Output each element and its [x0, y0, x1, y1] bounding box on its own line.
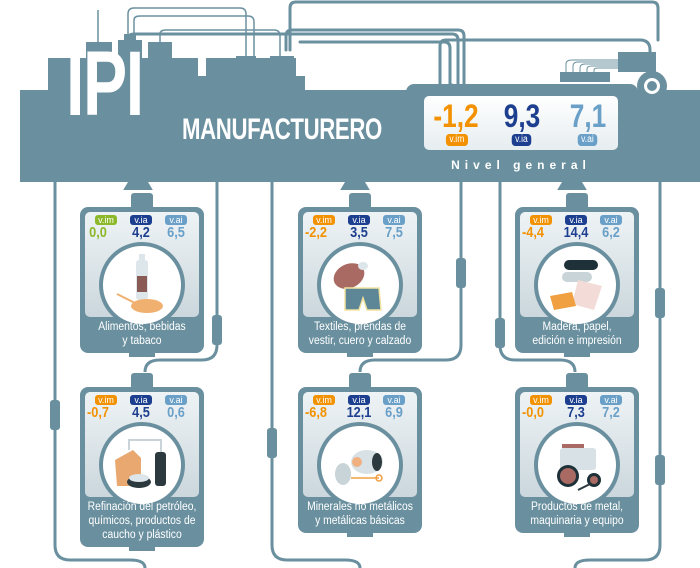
sector-label: Minerales no metálicos y metálicas básica…: [304, 500, 416, 528]
sector-card-panel: v.im v.ia v.ai -0,7 4,5 0,6: [85, 392, 199, 508]
sector-label-line: Productos de metal,: [530, 501, 624, 513]
via-value: 14,4: [563, 224, 589, 241]
nivel-general-label: Nivel general: [451, 158, 591, 172]
sector-label-line: Textiles, prendas de: [313, 321, 407, 333]
sector-card-panel: v.im v.ia v.ai -2,2 3,5 7,5: [303, 212, 417, 328]
connector-plug: [349, 373, 371, 389]
vim-badge: v.im: [95, 215, 117, 225]
general-vim-value: -1,2: [433, 98, 479, 134]
vai-badge: v.ai: [165, 215, 187, 225]
vim-value: -4,4: [522, 224, 544, 241]
sector-label-line: y metálicas básicas: [315, 515, 405, 527]
sector-card-5: v.im v.ia v.ai -6,8 12,1 6,9 Minerales n…: [298, 387, 422, 533]
sector-card-panel: v.im v.ia v.ai -0,0 7,3 7,2: [520, 392, 634, 508]
sector-card-4: v.im v.ia v.ai -0,7 4,5 0,6 Refinación d…: [80, 387, 204, 547]
sector-label-line: y tabaco: [122, 335, 162, 347]
via-value: 3,5: [350, 224, 368, 241]
vim-badge: v.im: [313, 395, 335, 405]
vai-value: 7,2: [602, 404, 620, 421]
vim-value: -0,7: [87, 404, 109, 421]
vim-value: -0,0: [522, 404, 544, 421]
vim-value: 0,0: [89, 224, 107, 241]
sector-label-line: Refinación del petróleo,: [87, 501, 197, 513]
boxes-tires-icon: [99, 422, 185, 508]
vim-badge: v.im: [313, 215, 335, 225]
sector-label: Alimentos, bebidas y tabaco: [86, 320, 198, 348]
sector-label-line: vestir, cuero y calzado: [308, 335, 412, 347]
sector-card-panel: v.im v.ia v.ai -6,8 12,1 6,9: [303, 392, 417, 508]
via-badge: v.ia: [348, 395, 370, 405]
connector-plug: [349, 193, 371, 209]
vim-value: -2,2: [305, 224, 327, 241]
via-badge: v.ia: [130, 215, 152, 225]
general-vai-value: 7,1: [569, 98, 607, 134]
general-via-value: 9,3: [503, 98, 541, 134]
sector-label-line: maquinaria y equipo: [530, 515, 624, 527]
vai-value: 6,5: [167, 224, 185, 241]
sector-label: Refinación del petróleo, químicos, produc…: [86, 500, 198, 542]
connector-plug: [566, 193, 588, 209]
vim-value: -6,8: [305, 404, 327, 421]
general-vai-badge: v.ai: [577, 134, 598, 146]
vim-badge: v.im: [95, 395, 117, 405]
connector-tab: [347, 352, 373, 357]
paper-rolls-icon: [534, 242, 620, 328]
sector-card-1: v.im v.ia v.ai 0,0 4,2 6,5 Alimentos, be…: [80, 207, 204, 353]
vai-value: 0,6: [167, 404, 185, 421]
connector-tab: [564, 352, 590, 357]
sector-label: Textiles, prendas de vestir, cuero y calz…: [304, 320, 416, 348]
sector-card-6: v.im v.ia v.ai -0,0 7,3 7,2 Productos de…: [515, 387, 639, 533]
connector-plug: [566, 373, 588, 389]
general-level-panel: -1,2 9,3 7,1 v.im v.ia v.ai: [424, 96, 618, 150]
via-badge: v.ia: [130, 395, 152, 405]
sector-card-2: v.im v.ia v.ai -2,2 3,5 7,5 Textiles, pr…: [298, 207, 422, 353]
vai-value: 6,2: [602, 224, 620, 241]
vai-value: 7,5: [385, 224, 403, 241]
connector-tab: [129, 352, 155, 357]
via-value: 7,3: [567, 404, 585, 421]
vai-badge: v.ai: [165, 395, 187, 405]
via-badge: v.ia: [565, 395, 587, 405]
sector-card-panel: v.im v.ia v.ai 0,0 4,2 6,5: [85, 212, 199, 328]
sector-card-panel: v.im v.ia v.ai -4,4 14,4 6,2: [520, 212, 634, 328]
ipi-title: IPI: [66, 33, 144, 135]
vai-value: 6,9: [385, 404, 403, 421]
vai-badge: v.ai: [600, 395, 622, 405]
via-badge: v.ia: [348, 215, 370, 225]
connector-plug: [131, 373, 153, 389]
sector-label-line: caucho y plástico: [102, 529, 182, 541]
sector-label-line: edición e impresión: [532, 335, 622, 347]
general-vim-badge: v.im: [445, 134, 468, 146]
bottle-bread-icon: [99, 242, 185, 328]
vai-badge: v.ai: [383, 215, 405, 225]
vai-badge: v.ai: [383, 395, 405, 405]
vai-badge: v.ai: [600, 215, 622, 225]
via-value: 12,1: [346, 404, 372, 421]
sector-label: Productos de metal, maquinaria y equipo: [521, 500, 633, 528]
fabric-shorts-icon: [317, 242, 403, 328]
sector-label-line: Minerales no metálicos: [307, 501, 413, 513]
sector-label-line: Madera, papel,: [542, 321, 612, 333]
general-via-badge: v.ia: [511, 134, 532, 146]
sector-label-line: Alimentos, bebidas: [98, 321, 186, 333]
sector-label-line: químicos, productos de: [88, 515, 196, 527]
vim-badge: v.im: [530, 215, 552, 225]
via-value: 4,2: [132, 224, 150, 241]
tractor-icon: [534, 422, 620, 508]
sector-label: Madera, papel, edición e impresión: [521, 320, 633, 348]
via-badge: v.ia: [565, 215, 587, 225]
manufacturero-subtitle: MANUFACTURERO: [182, 113, 382, 146]
cement-mixer-icon: [317, 422, 403, 508]
connector-tab: [347, 532, 373, 537]
vim-badge: v.im: [530, 395, 552, 405]
connector-plug: [131, 193, 153, 209]
via-value: 4,5: [132, 404, 150, 421]
sector-card-3: v.im v.ia v.ai -4,4 14,4 6,2 Madera, pap…: [515, 207, 639, 353]
connector-tab: [129, 546, 155, 551]
connector-tab: [564, 532, 590, 537]
